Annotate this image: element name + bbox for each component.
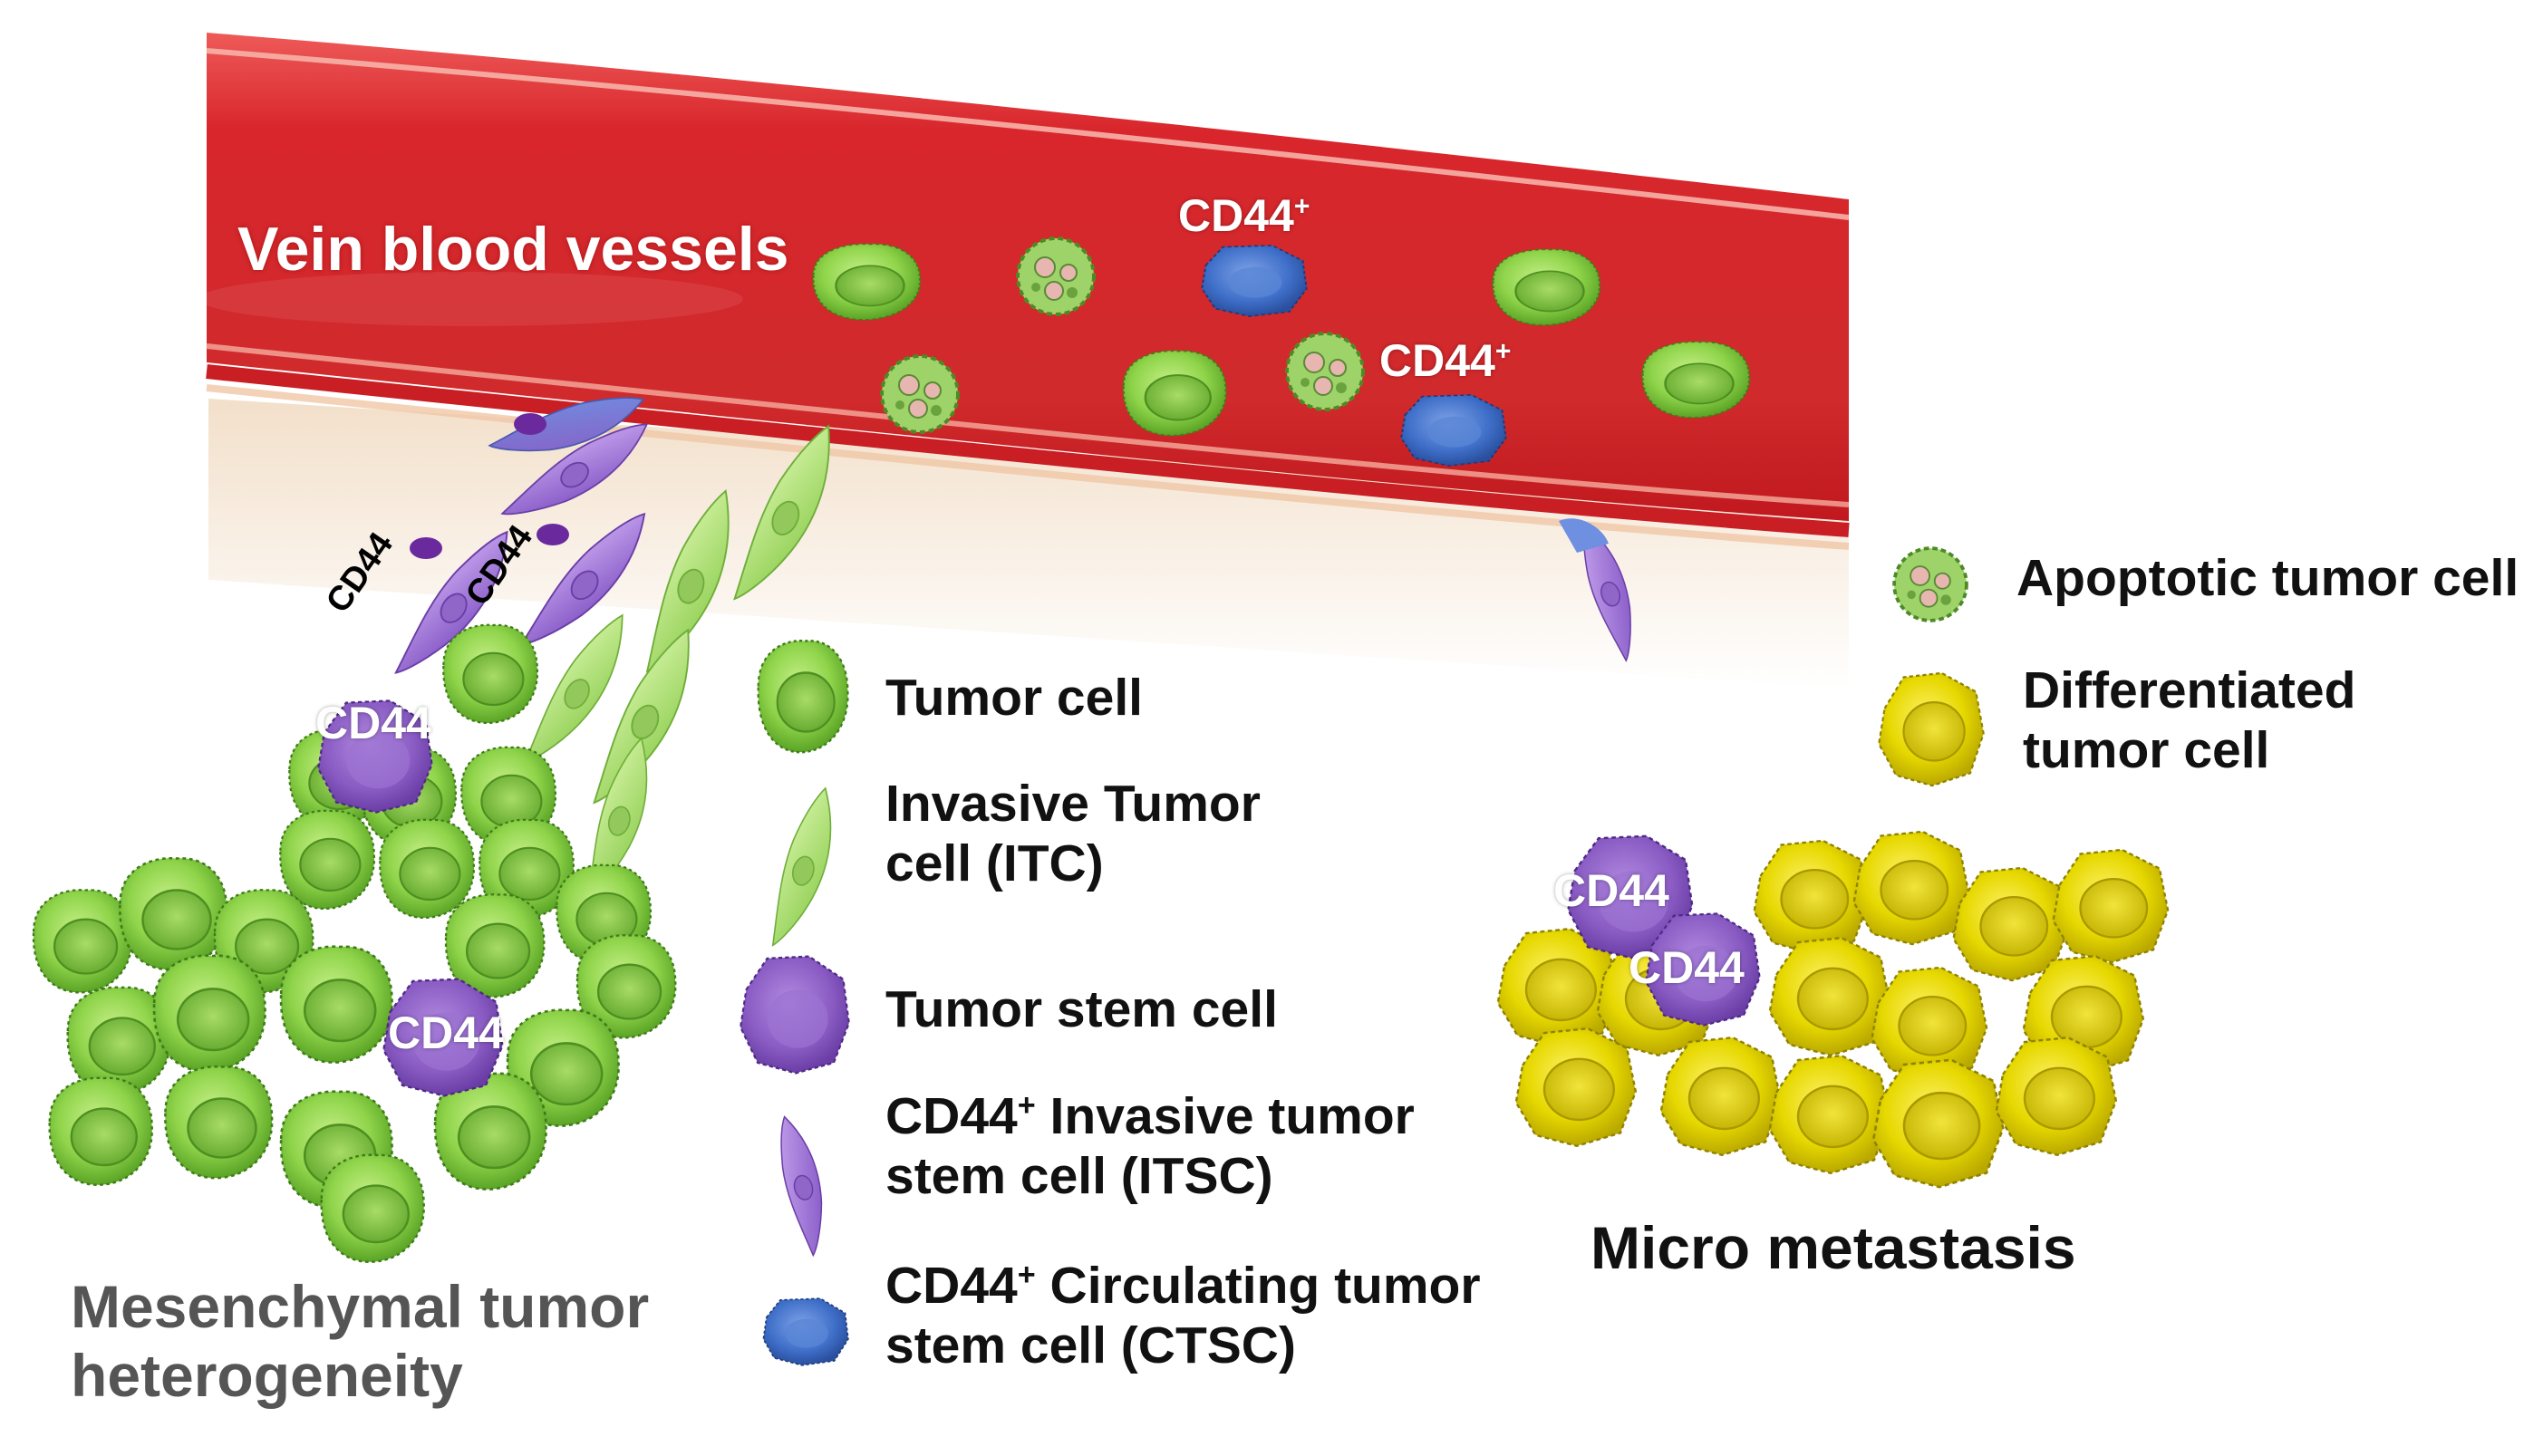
legend-differentiated-label: Differentiated tumor cell xyxy=(2023,661,2355,780)
mesenchymal-title-line1: Mesenchymal tumor xyxy=(71,1273,650,1340)
legend-tumor-cell-icon xyxy=(757,639,849,754)
micro-metastasis-title: Micro metastasis xyxy=(1591,1214,2076,1281)
legend-diff-line2: tumor cell xyxy=(2023,720,2270,779)
vessel-ctsc-cell xyxy=(1400,393,1507,468)
cd44-cell-label: CD44 xyxy=(315,698,431,748)
legend-itsc-icon xyxy=(768,1111,838,1258)
vessel-tumor-cell xyxy=(1641,341,1751,419)
vessel-apoptotic-cell xyxy=(880,354,960,434)
vessel-tumor-cell xyxy=(1492,248,1601,327)
legend-itc-line2: cell (ITC) xyxy=(885,834,1104,892)
mesenchymal-title: Mesenchymal tumor heterogeneity xyxy=(71,1273,649,1411)
cd44-plus-label: CD44+ xyxy=(1178,190,1310,241)
legend-ctsc-label: CD44+ Circulating tumor stem cell (CTSC) xyxy=(885,1257,1481,1375)
vessel-tumor-cell xyxy=(812,243,922,322)
legend-stem-cell-label: Tumor stem cell xyxy=(885,980,1278,1038)
cd44-cell-label: CD44 xyxy=(1629,942,1745,993)
extravasating-cell-tip xyxy=(1559,518,1609,553)
itsc-cell-blue xyxy=(488,397,645,452)
cd44-cell-label: CD44 xyxy=(1553,865,1669,916)
legend-ctsc-line1: CD44+ Circulating tumor xyxy=(885,1257,1481,1315)
legend-tumor-cell-label: Tumor cell xyxy=(885,669,1143,727)
vessel-tumor-cell xyxy=(1122,350,1227,437)
legend-apoptotic-label: Apoptotic tumor cell xyxy=(2016,549,2519,607)
legend-itc-line1: Invasive Tumor xyxy=(885,775,1261,833)
legend-itsc-line2: stem cell (ITSC) xyxy=(885,1146,1273,1205)
mesenchymal-title-line2: heterogeneity xyxy=(71,1341,463,1409)
vessel-ctsc-cell xyxy=(1201,244,1308,318)
legend-diff-line1: Differentiated xyxy=(2023,661,2356,719)
vessel-apoptotic-cell xyxy=(1285,332,1365,411)
cd44-plus-label: CD44+ xyxy=(1379,335,1512,386)
legend-itc-icon xyxy=(763,782,846,954)
tissue-background xyxy=(208,399,1849,689)
cd44-receptor xyxy=(514,413,546,435)
cd44-receptor xyxy=(410,537,442,559)
cd44-cell-label: CD44 xyxy=(388,1008,504,1058)
legend-stem-cell-icon xyxy=(739,955,850,1075)
legend-apoptotic-icon xyxy=(1892,546,1968,622)
legend-itc-label: Invasive Tumor cell (ITC) xyxy=(885,775,1261,893)
cd44-receptor xyxy=(537,524,569,545)
legend-ctsc-line2: stem cell (CTSC) xyxy=(885,1316,1296,1374)
vessel-apoptotic-cell xyxy=(1016,236,1096,316)
legend-itsc-label: CD44+ Invasive tumor stem cell (ITSC) xyxy=(885,1087,1415,1206)
vessel-title: Vein blood vessels xyxy=(237,215,789,284)
legend-ctsc-icon xyxy=(762,1297,849,1366)
legend-differentiated-icon xyxy=(1878,671,1985,787)
legend-itsc-line1: CD44+ Invasive tumor xyxy=(885,1087,1415,1145)
